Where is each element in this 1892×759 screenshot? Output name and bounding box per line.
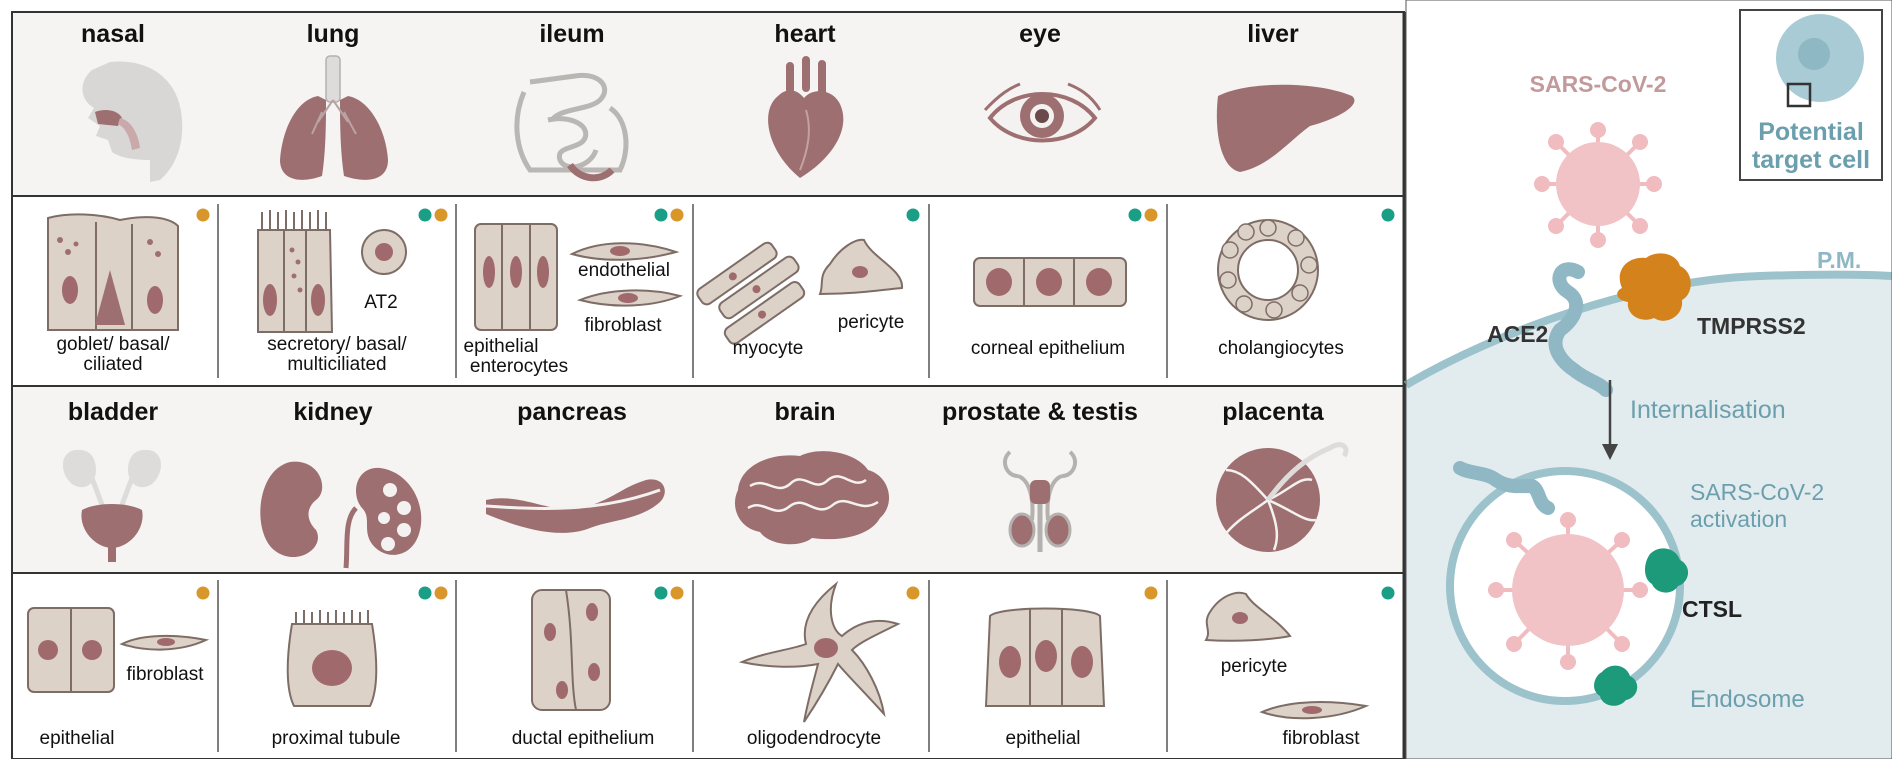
orange-marker-dot [197, 209, 210, 222]
cell-label-heart-pericyte: pericyte [838, 312, 905, 333]
tmprss2-label: TMPRSS2 [1697, 313, 1806, 339]
cell-label-prostate: epithelial [1006, 728, 1081, 749]
cell-label-liver: cholangiocytes [1218, 338, 1344, 359]
mechanism-panel: Potential target cell SARS-CoV-2 ACE2 TM… [1406, 0, 1892, 759]
kidney-cells [288, 610, 377, 706]
organ-name-brain: brain [774, 398, 835, 426]
orange-marker-dot [1145, 209, 1158, 222]
target-cell-label-2: target cell [1752, 146, 1870, 174]
cell-label-kidney: proximal tubule [272, 728, 401, 749]
teal-marker-dot [419, 587, 432, 600]
teal-marker-dot [655, 209, 668, 222]
pm-label: P.M. [1817, 247, 1861, 273]
liver-cells [1218, 220, 1318, 320]
cell-label-ileum-1: epithelial [464, 336, 539, 357]
eye-cells [974, 258, 1126, 306]
organ-name-ileum: ileum [539, 20, 604, 48]
cell-label-brain: oligodendrocyte [747, 728, 881, 749]
virus-label: SARS-CoV-2 [1530, 71, 1667, 97]
cell-label-pancreas: ductal epithelium [512, 728, 655, 749]
cell-label-myocyte: myocyte [733, 338, 804, 359]
cell-label-at2: AT2 [364, 292, 397, 313]
activation-label-1: SARS-CoV-2 [1690, 479, 1824, 505]
orange-marker-dot [435, 587, 448, 600]
target-cell-label-1: Potential [1758, 118, 1864, 146]
organ-name-eye: eye [1019, 20, 1061, 48]
cell-label-nasal-2: ciliated [83, 354, 142, 375]
endosome-label: Endosome [1690, 686, 1805, 713]
teal-marker-dot [907, 209, 920, 222]
organ-panel: nasal lung ileum heart eye liver bladder… [0, 0, 1404, 759]
organ-row-bottom [12, 386, 1404, 573]
organ-name-kidney: kidney [293, 398, 372, 426]
pancreas-cells [532, 590, 610, 710]
organ-name-nasal: nasal [81, 20, 145, 48]
target-cell-inset: Potential target cell [1740, 10, 1882, 180]
orange-marker-dot [671, 209, 684, 222]
cell-label-bladder-epithelial: epithelial [40, 728, 115, 749]
cell-label-placenta-pericyte: pericyte [1221, 656, 1288, 677]
organ-name-liver: liver [1247, 20, 1299, 48]
organ-name-pancreas: pancreas [517, 398, 627, 426]
cell-label-endothelial: endothelial [578, 260, 670, 281]
orange-marker-dot [435, 209, 448, 222]
organ-name-placenta: placenta [1222, 398, 1325, 426]
activation-label-2: activation [1690, 506, 1787, 532]
ctsl-label: CTSL [1682, 596, 1742, 622]
nasal-cells [48, 214, 178, 330]
internalisation-label: Internalisation [1630, 396, 1786, 424]
cell-label-nasal-1: goblet/ basal/ [56, 334, 170, 355]
orange-marker-dot [671, 587, 684, 600]
cell-label-placenta-fibroblast: fibroblast [1282, 728, 1360, 749]
cell-label-lung-2: multiciliated [287, 354, 386, 375]
teal-marker-dot [1382, 587, 1395, 600]
teal-marker-dot [1129, 209, 1142, 222]
virus-particle [1536, 124, 1660, 246]
internalised-virus [1490, 514, 1646, 668]
ace2-label: ACE2 [1487, 321, 1548, 347]
teal-marker-dot [419, 209, 432, 222]
organ-name-prostate-testis: prostate & testis [942, 398, 1138, 426]
organ-name-heart: heart [774, 20, 836, 48]
orange-marker-dot [1145, 587, 1158, 600]
teal-marker-dot [655, 587, 668, 600]
cell-label-ileum-fibroblast: fibroblast [584, 315, 662, 336]
organ-name-lung: lung [307, 20, 360, 48]
cell-label-lung-1: secretory/ basal/ [267, 334, 407, 355]
cell-label-bladder-fibroblast: fibroblast [126, 664, 204, 685]
organ-name-bladder: bladder [68, 398, 159, 426]
orange-marker-dot [197, 587, 210, 600]
organ-row-top [12, 12, 1404, 196]
prostate-cells [986, 608, 1104, 706]
cell-label-ileum-2: enterocytes [470, 356, 568, 377]
teal-marker-dot [1382, 209, 1395, 222]
cell-label-eye: corneal epithelium [971, 338, 1125, 359]
orange-marker-dot [907, 587, 920, 600]
